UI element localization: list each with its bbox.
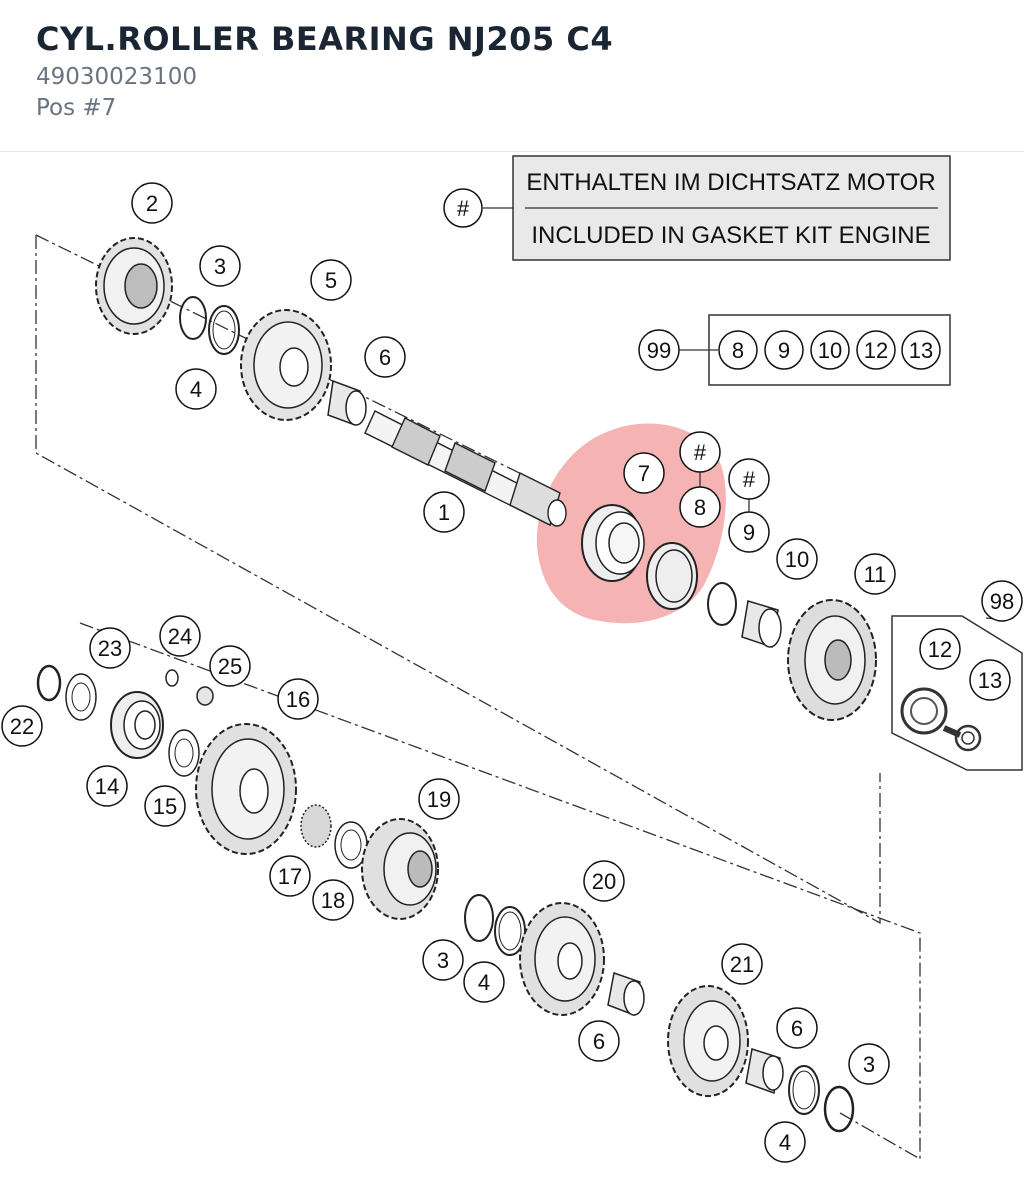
exploded-diagram: ENTHALTEN IM DICHTSATZ MOTOR INCLUDED IN…	[1, 155, 1023, 1163]
callout-6: 6	[791, 1016, 803, 1041]
legend-text-en: INCLUDED IN GASKET KIT ENGINE	[531, 222, 930, 249]
callout-3: 3	[437, 948, 449, 973]
part-22-clip	[36, 664, 62, 702]
callout-8: 8	[694, 495, 706, 520]
callout-25: 25	[218, 654, 242, 679]
callout-24: 24	[168, 624, 192, 649]
part-9-ring	[707, 582, 737, 626]
lower-assembly-frame	[79, 622, 921, 1160]
callout-8-marker: #	[694, 440, 707, 465]
callout-17: 17	[278, 864, 302, 889]
callouts	[1, 182, 1011, 1163]
part-title: CYL.ROLLER BEARING NJ205 C4	[36, 20, 614, 58]
callout-3: 3	[863, 1052, 875, 1077]
callout-21: 21	[730, 952, 754, 977]
part-16-gear	[195, 723, 297, 855]
legend-marker: #	[457, 196, 470, 221]
callout-10: 10	[785, 547, 809, 572]
part-15-washer	[168, 729, 200, 777]
part-14-bearing	[110, 691, 164, 759]
callout-4: 4	[190, 377, 202, 402]
callout-20: 20	[592, 869, 616, 894]
callout-3: 3	[214, 254, 226, 279]
kit-99-item: 12	[864, 338, 888, 363]
part-6-bushing-lower-2	[745, 1048, 784, 1095]
legend-box: ENTHALTEN IM DICHTSATZ MOTOR INCLUDED IN…	[443, 155, 951, 261]
part-21-gear	[667, 985, 749, 1097]
callout-12: 12	[928, 637, 952, 662]
part-3-4-rings-end	[788, 1065, 855, 1133]
part-2-gear	[95, 237, 173, 335]
part-3-4-rings	[179, 296, 240, 355]
part-position: Pos #7	[36, 95, 117, 121]
part-8-seal	[646, 542, 698, 610]
callout-7: 7	[638, 461, 650, 486]
kit-99-label: 99	[647, 338, 671, 363]
callout-14: 14	[95, 774, 119, 799]
callout-6: 6	[593, 1029, 605, 1054]
upper-assembly-frame	[35, 234, 881, 925]
kit-99-box: 99 8 9 10 12 13	[638, 314, 951, 386]
part-11-sprocket	[787, 599, 877, 721]
kit-99-item: 13	[909, 338, 933, 363]
callout-6: 6	[379, 345, 391, 370]
callout-13: 13	[978, 668, 1002, 693]
kit-98-label: 98	[990, 589, 1014, 614]
callout-23: 23	[98, 636, 122, 661]
callout-15: 15	[153, 794, 177, 819]
callout-labels: 2 3 4 5 6 1 7 # 8 # 9 10 11 12 13 23 24 …	[10, 191, 1002, 1155]
callout-9: 9	[743, 520, 755, 545]
callout-4: 4	[779, 1130, 791, 1155]
part-23-washer	[65, 673, 97, 721]
callout-1: 1	[438, 500, 450, 525]
callout-2: 2	[146, 191, 158, 216]
part-24-washer	[165, 669, 179, 687]
callout-19: 19	[427, 787, 451, 812]
callout-9-marker: #	[743, 467, 756, 492]
part-5-gear	[240, 309, 332, 421]
part-6-bushing-lower	[607, 972, 645, 1017]
part-3-4-rings-lower	[464, 894, 526, 956]
callout-5: 5	[325, 268, 337, 293]
part-7-bearing	[581, 504, 645, 582]
callout-4: 4	[478, 970, 490, 995]
part-10-bushing	[741, 600, 782, 648]
part-6-bushing	[327, 379, 367, 427]
callout-leaders	[699, 472, 750, 512]
kit-99-item: 9	[778, 338, 790, 363]
callout-18: 18	[321, 888, 345, 913]
part-20-gear	[519, 902, 605, 1016]
callout-22: 22	[10, 714, 34, 739]
callout-11: 11	[864, 562, 887, 587]
part-number: 49030023100	[36, 64, 197, 90]
part-25-screw	[196, 686, 214, 706]
part-19-gear	[361, 818, 439, 920]
callout-16: 16	[286, 687, 310, 712]
part-header: CYL.ROLLER BEARING NJ205 C4 49030023100 …	[0, 0, 1024, 152]
part-17-needle-bearing	[300, 804, 332, 848]
legend-text-de: ENTHALTEN IM DICHTSATZ MOTOR	[526, 169, 935, 196]
kit-99-item: 8	[732, 338, 744, 363]
part-1-shaft	[364, 410, 567, 527]
kit-99-item: 10	[818, 338, 842, 363]
